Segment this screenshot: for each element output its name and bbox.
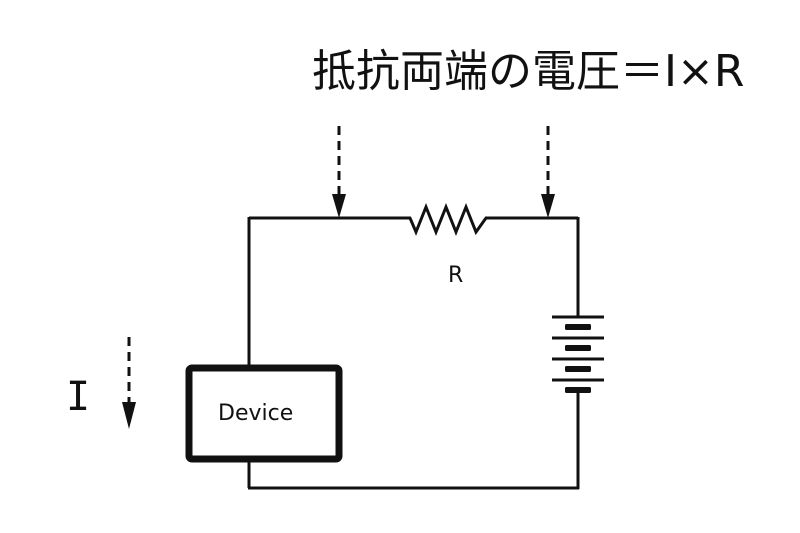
battery-plate-short — [565, 387, 591, 393]
left-probe-arrowhead — [332, 194, 346, 218]
left-probe-arrow — [332, 126, 346, 218]
battery-symbol — [552, 315, 604, 393]
current-arrow — [122, 337, 136, 429]
current-label: I — [66, 374, 90, 420]
device-box — [185, 364, 343, 463]
right-probe-arrowhead — [541, 194, 555, 218]
resistor-label: R — [448, 263, 463, 288]
battery-plate-short — [565, 345, 591, 351]
circuit-wires — [247, 216, 580, 490]
right-probe-arrow — [541, 126, 555, 218]
battery-plate-short — [565, 324, 591, 330]
device-label: Device — [218, 401, 293, 426]
title-formula: 抵抗両端の電圧＝I×R — [312, 46, 744, 97]
current-arrowhead — [122, 402, 136, 429]
battery-plate-short — [565, 366, 591, 372]
resistor-symbol — [408, 202, 488, 237]
